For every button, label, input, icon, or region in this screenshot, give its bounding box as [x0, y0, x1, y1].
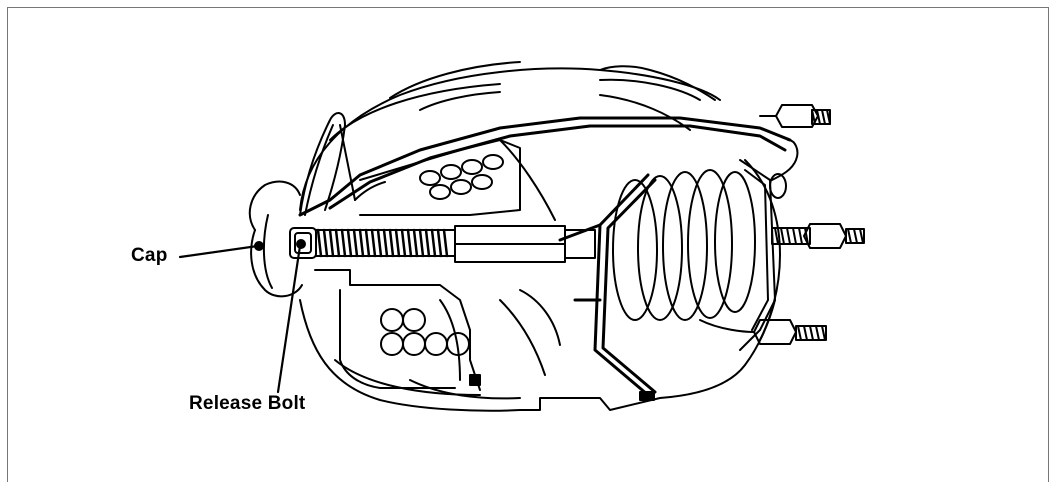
release-bolt-leader-dot — [296, 239, 306, 249]
seal-lower — [469, 374, 655, 401]
push-rod-tube — [454, 225, 596, 263]
clamp-band-top — [298, 116, 792, 217]
release-bolt-label: Release Bolt — [189, 393, 306, 414]
diaphragm — [558, 173, 657, 397]
ball-bearing-row-lower — [380, 308, 470, 356]
stud-nut-top — [759, 104, 831, 128]
cap-leader-dot — [254, 241, 264, 251]
release-bolt-leader-line — [276, 244, 302, 394]
piston-housing — [314, 139, 561, 391]
stud-nut-middle — [771, 223, 865, 249]
chamber-housing — [299, 61, 781, 412]
stud-nut-bottom — [699, 319, 827, 345]
cap-label: Cap — [131, 245, 168, 266]
cap-leader-line — [178, 244, 260, 259]
return-spring — [612, 169, 756, 321]
ball-bearing-row-upper — [419, 154, 504, 200]
front-plate — [739, 139, 799, 351]
release-bolt-threads — [316, 228, 449, 258]
figure-frame — [7, 7, 1049, 482]
hanger-wire — [299, 112, 386, 216]
